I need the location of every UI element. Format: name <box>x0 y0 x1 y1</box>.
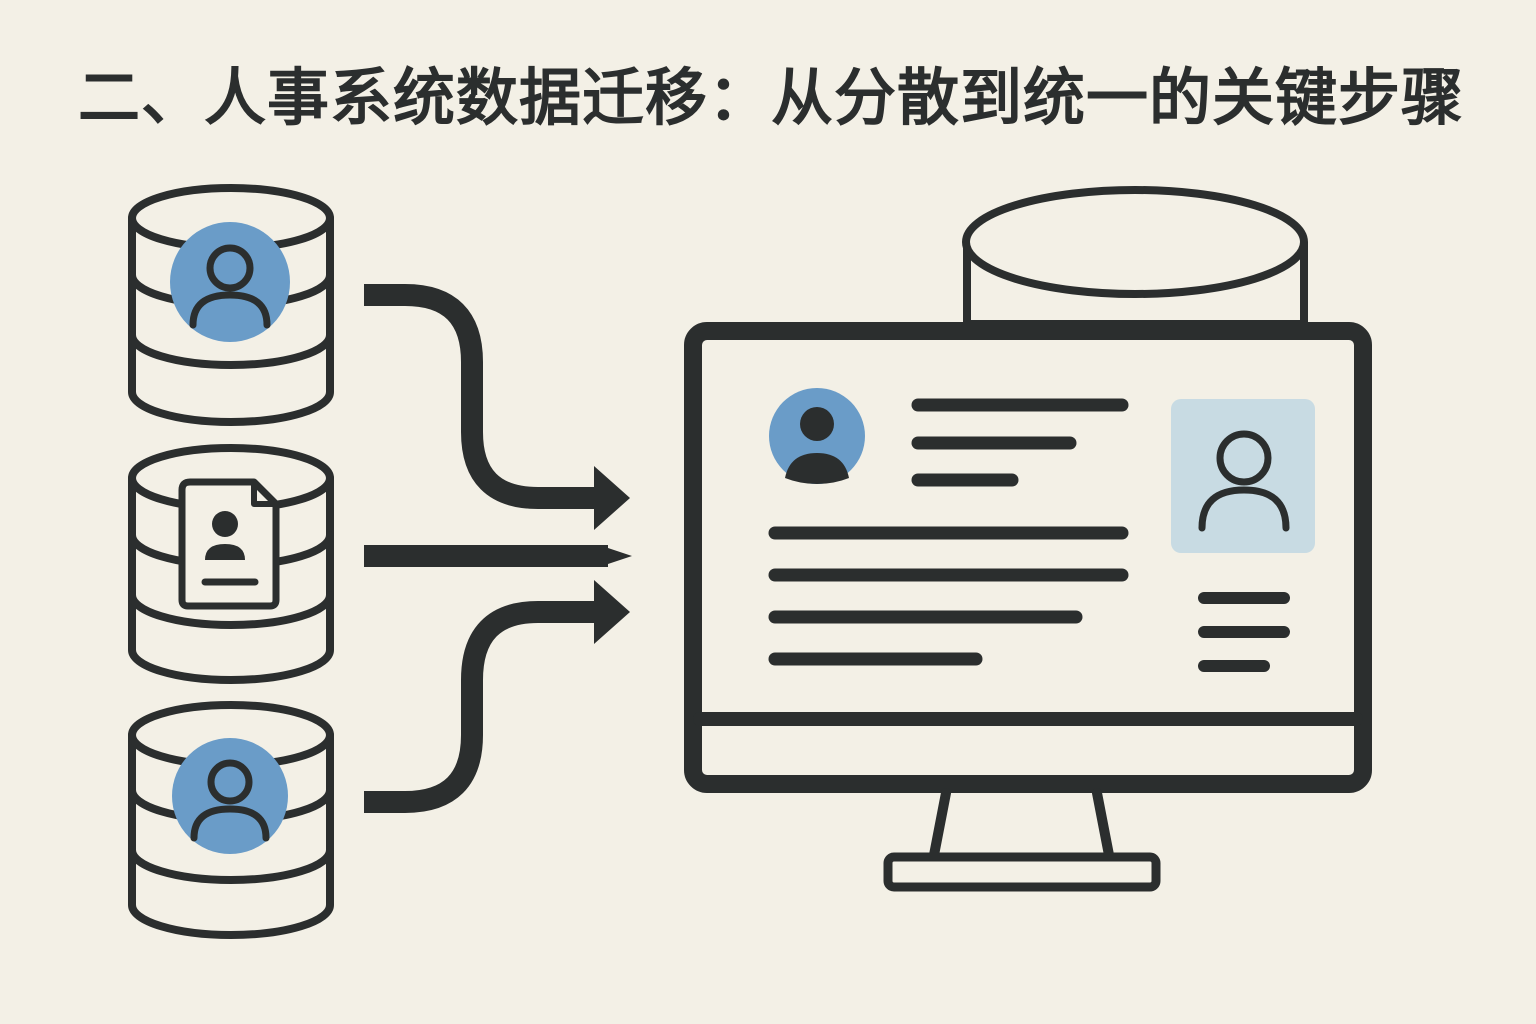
monitor <box>684 322 1372 892</box>
source-database-2 <box>128 444 334 684</box>
profile-side-lines <box>1198 592 1290 672</box>
source-database-3 <box>128 701 334 939</box>
user-icon <box>170 222 290 342</box>
user-icon <box>769 388 865 484</box>
source-database-1 <box>128 184 334 426</box>
profile-header-lines <box>911 398 1129 487</box>
monitor-stand <box>929 788 1114 860</box>
arrow-bottom <box>364 580 630 813</box>
migration-arrows <box>364 284 632 813</box>
user-icon <box>172 738 288 854</box>
page-title: 二、人事系统数据迁移：从分散到统一的关键步骤 <box>78 61 1465 134</box>
document-user-icon <box>178 478 280 610</box>
user-outline-icon <box>1171 399 1315 553</box>
target-database <box>962 186 1308 328</box>
profile-body-lines <box>768 526 1129 666</box>
arrow-top <box>364 284 630 530</box>
arrow-middle <box>364 545 632 567</box>
monitor-base <box>883 852 1161 892</box>
